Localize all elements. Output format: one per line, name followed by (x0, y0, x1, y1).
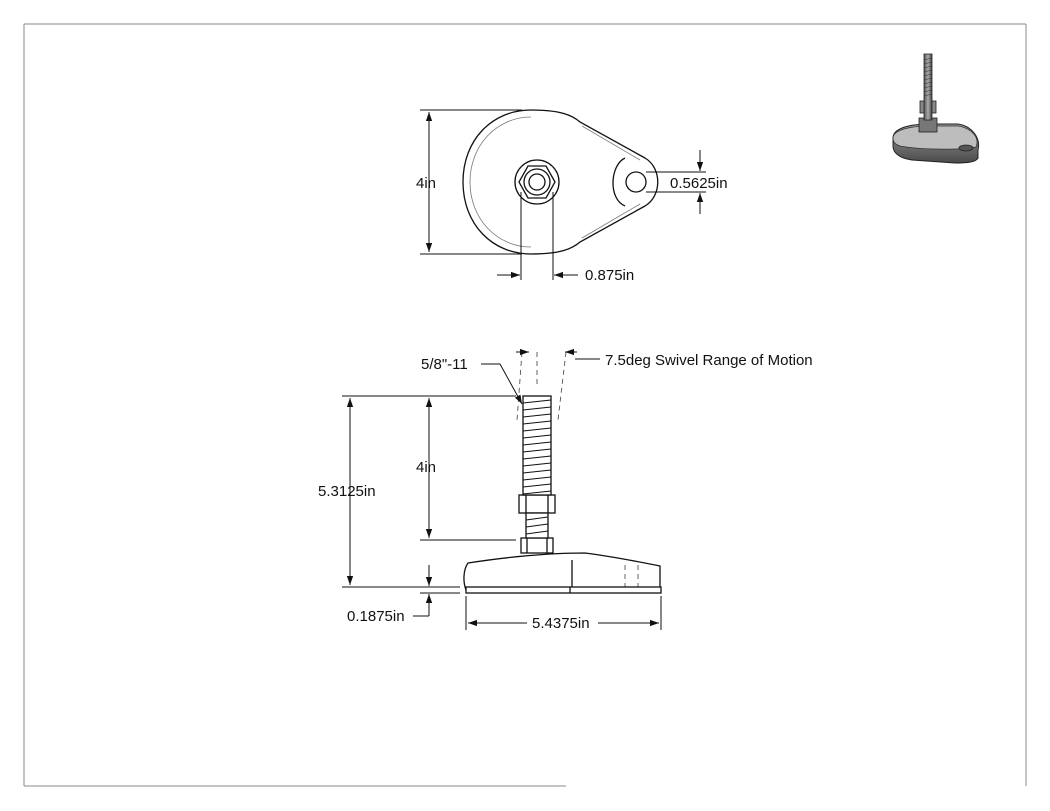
stud-dimension: 0.875in (497, 192, 634, 284)
hole-dimension: 0.5625in (646, 150, 728, 214)
lug-pad (612, 157, 626, 207)
base-thickness-dimension: 0.1875in (347, 565, 460, 625)
thread-label: 5/8"-11 (421, 356, 468, 373)
swivel-label: 7.5deg Swivel Range of Motion (605, 352, 813, 369)
threaded-stud (522, 395, 552, 496)
base-side (463, 552, 662, 594)
top-view: 4in 0.5625in 0.875in (416, 109, 728, 284)
lower-nut (520, 537, 554, 554)
overall-height-dimension: 5.3125in (318, 395, 516, 588)
thread-callout: 5/8"-11 (421, 356, 523, 405)
swivel-range-indicator: 7.5deg Swivel Range of Motion (516, 348, 813, 421)
hole-label: 0.5625in (670, 175, 728, 192)
base-thickness-label: 0.1875in (347, 608, 405, 625)
upper-nut (518, 494, 556, 514)
side-view: 7.5deg Swivel Range of Motion 5/8"-11 5.… (318, 348, 813, 632)
thread-lines (522, 399, 552, 535)
mounting-hole (625, 171, 647, 193)
height-label-top: 4in (416, 175, 436, 192)
stud-height-label: 4in (416, 459, 436, 476)
height-dimension-top: 4in (416, 109, 522, 255)
base-outline-top (462, 109, 659, 255)
overall-height-label: 5.3125in (318, 483, 376, 500)
stud-height-dimension: 4in (416, 398, 516, 541)
sheet-border (23, 23, 1027, 787)
isometric-view (892, 53, 980, 164)
base-width-dimension: 5.4375in (465, 596, 662, 632)
base-width-label: 5.4375in (532, 615, 590, 632)
hex-nut-top (514, 159, 560, 205)
stud-label: 0.875in (585, 267, 634, 284)
